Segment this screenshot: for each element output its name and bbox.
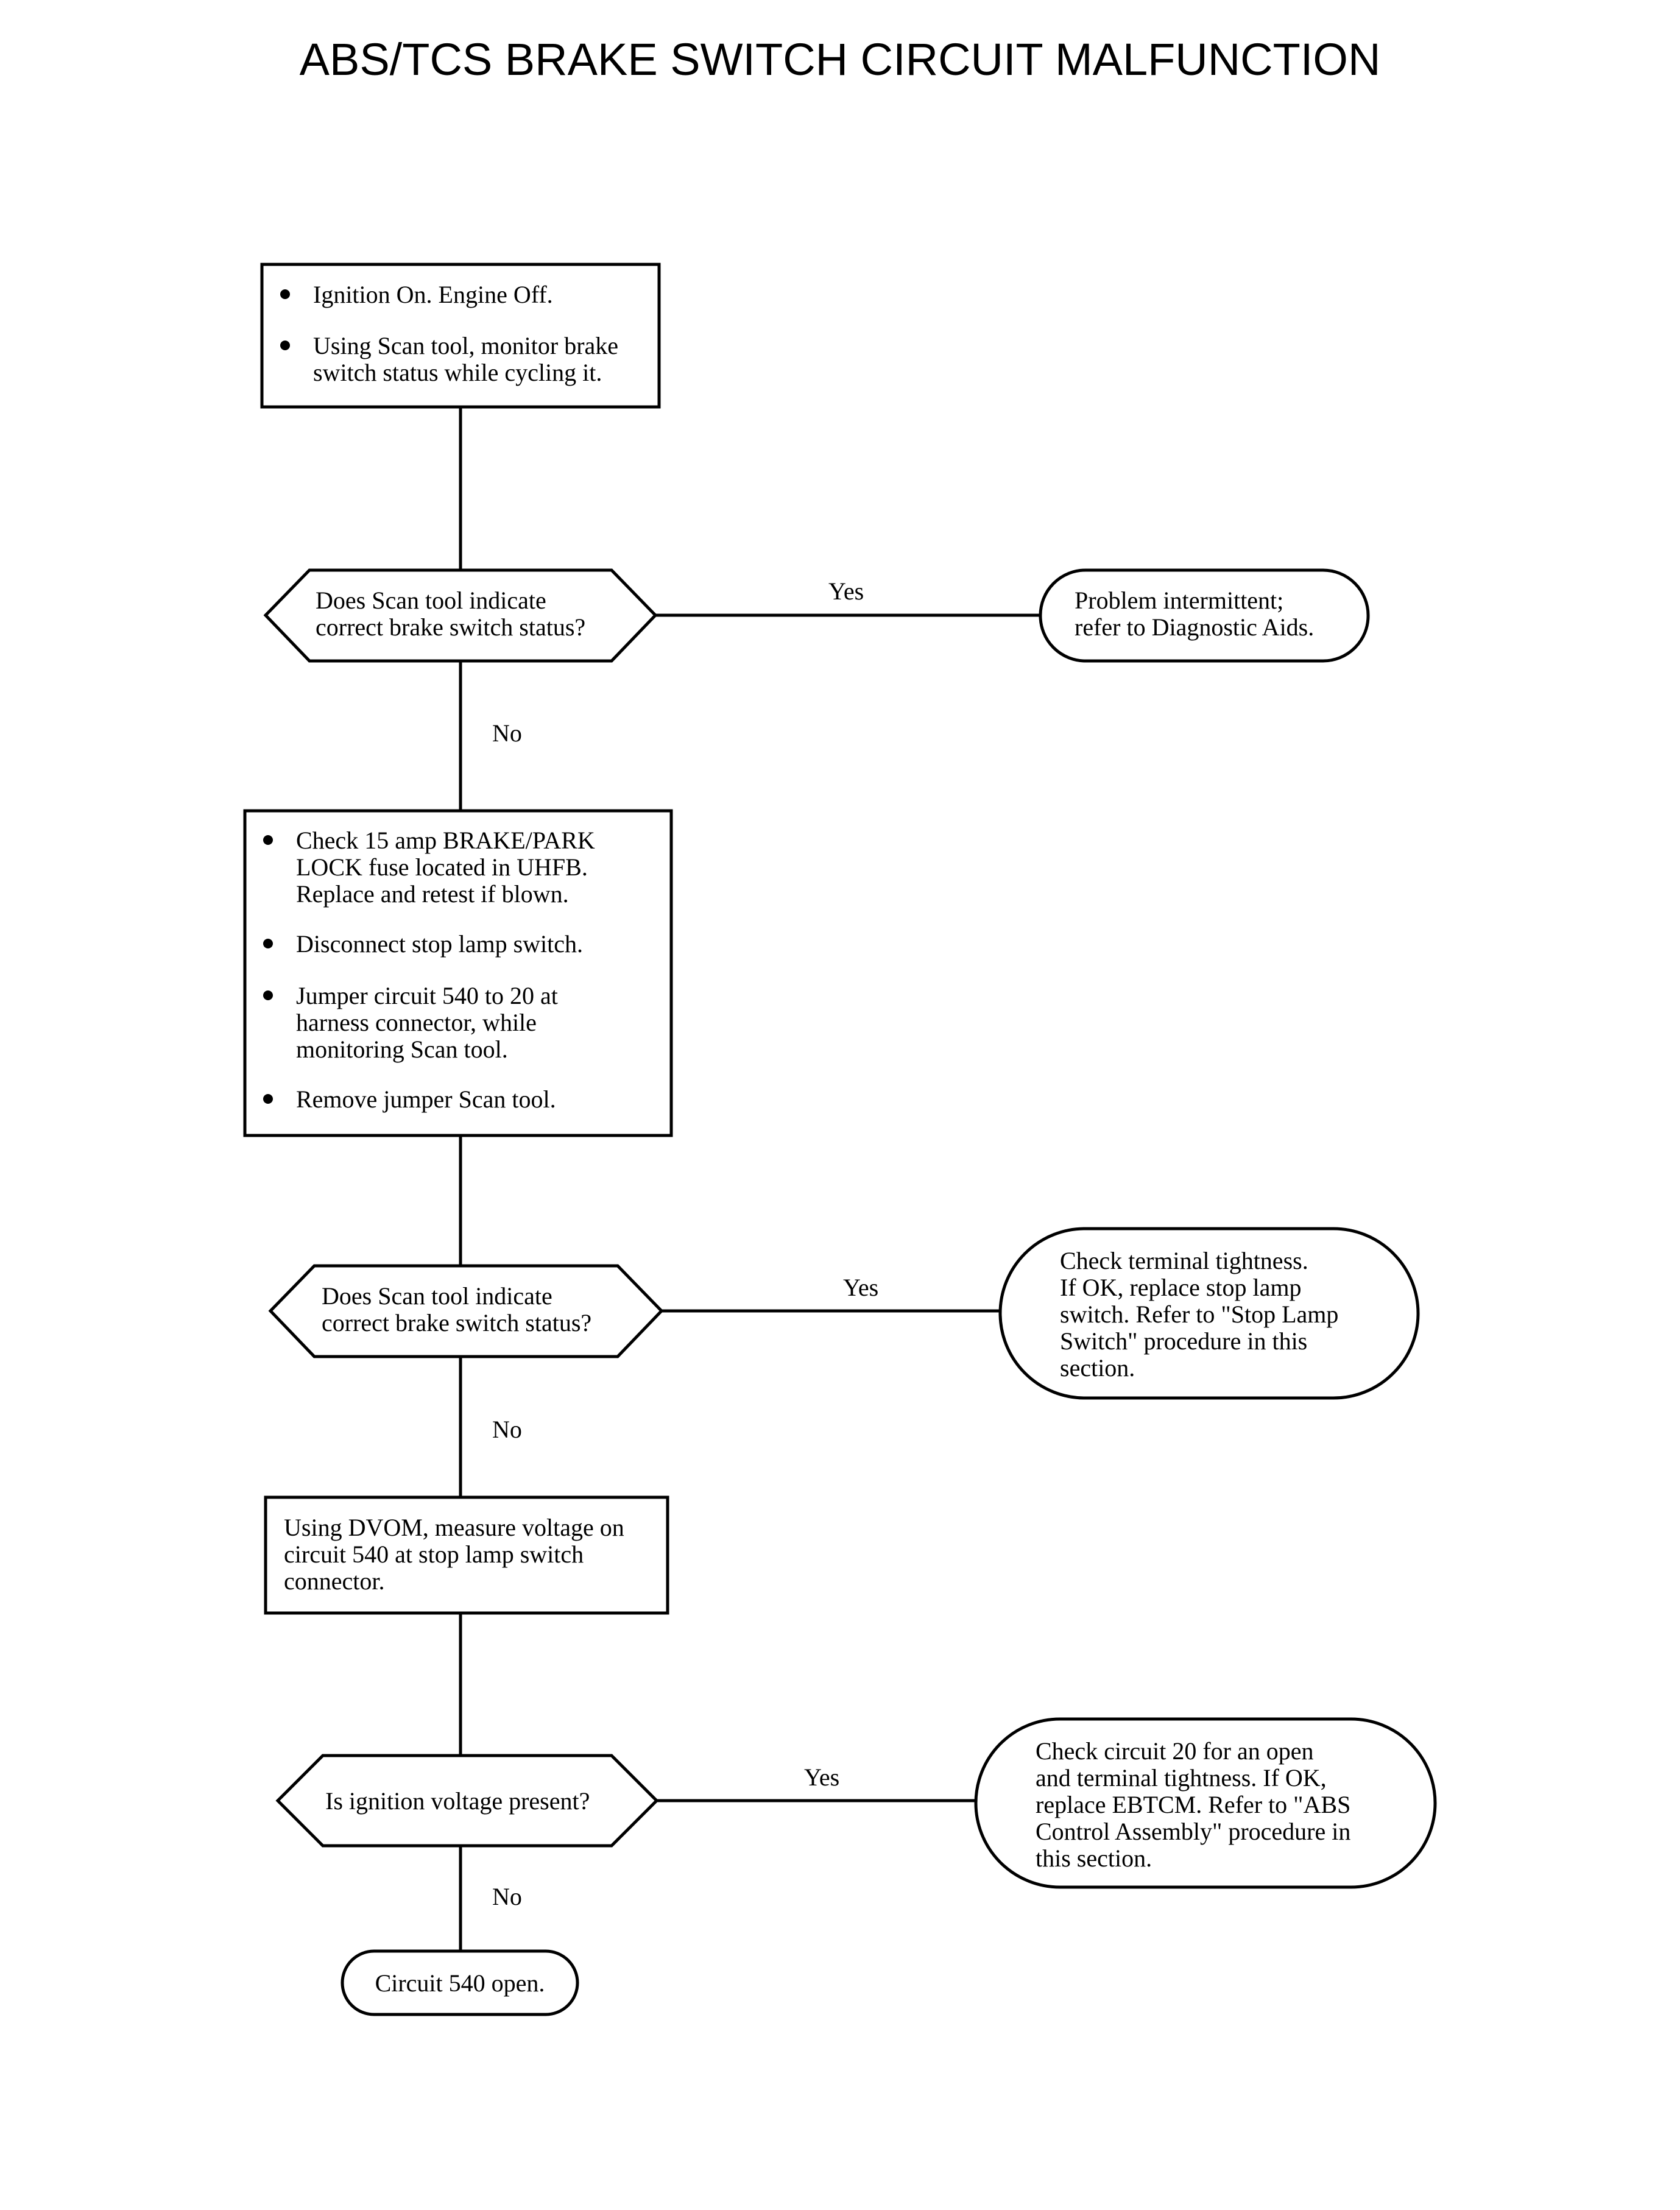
step2-bullet-1-line-1: Check 15 amp BRAKE/PARK — [296, 827, 595, 854]
q1-no-label: No — [492, 719, 522, 747]
step1-bullet-1-line-1: Ignition On. Engine Off. — [313, 281, 553, 308]
r2-line-2: If OK, replace stop lamp — [1060, 1274, 1302, 1301]
r1-line-2: refer to Diagnostic Aids. — [1075, 613, 1314, 641]
r3-terminal — [974, 1717, 1437, 1889]
r2-line-3: switch. Refer to "Stop Lamp — [1060, 1301, 1338, 1328]
q1-line-1: Does Scan tool indicate — [316, 587, 546, 614]
q1-decision — [263, 568, 658, 663]
q2-no-label: No — [492, 1416, 522, 1443]
step2-bullet-2-line-1: Disconnect stop lamp switch. — [296, 930, 583, 958]
end-terminal — [341, 1949, 579, 2016]
bullet-dot — [263, 990, 273, 1000]
q2-yes-label: Yes — [843, 1274, 878, 1301]
step3-line-3: connector. — [284, 1567, 385, 1595]
bullet-dot — [280, 289, 290, 299]
r3-line-3: replace EBTCM. Refer to "ABS — [1036, 1791, 1350, 1818]
step2-bullet-3-line-3: monitoring Scan tool. — [296, 1036, 508, 1063]
bullet-dot — [263, 939, 273, 948]
q1-yes-label: Yes — [828, 577, 864, 605]
r3-line-4: Control Assembly" procedure in — [1036, 1818, 1350, 1845]
step2-bullet-3-line-1: Jumper circuit 540 to 20 at — [296, 982, 558, 1009]
r3-line-5: this section. — [1036, 1845, 1152, 1872]
q3-yes-label: Yes — [804, 1763, 839, 1791]
step2-box — [243, 809, 673, 1137]
step2-bullet-3-line-2: harness connector, while — [296, 1009, 537, 1036]
step3-box — [264, 1495, 669, 1615]
q2-line-2: correct brake switch status? — [322, 1309, 591, 1336]
q3-line-1: Is ignition voltage present? — [325, 1787, 590, 1815]
step3-line-1: Using DVOM, measure voltage on — [284, 1514, 624, 1541]
end-line-1: Circuit 540 open. — [375, 1969, 545, 1997]
r1-line-1: Problem intermittent; — [1075, 587, 1283, 614]
r2-line-5: section. — [1060, 1354, 1135, 1382]
step1-bullet-2-line-2: switch status while cycling it. — [313, 359, 602, 386]
q1-line-2: correct brake switch status? — [316, 613, 585, 641]
bullet-dot — [263, 835, 273, 845]
r1-terminal — [1039, 568, 1370, 663]
r2-terminal — [998, 1227, 1420, 1400]
r3-line-1: Check circuit 20 for an open — [1036, 1737, 1314, 1765]
r3-line-2: and terminal tightness. If OK, — [1036, 1764, 1327, 1792]
step3-line-2: circuit 540 at stop lamp switch — [284, 1541, 584, 1568]
r2-line-1: Check terminal tightness. — [1060, 1247, 1308, 1274]
r2-line-4: Switch" procedure in this — [1060, 1327, 1307, 1355]
q2-line-1: Does Scan tool indicate — [322, 1282, 552, 1310]
step1-bullet-2-line-1: Using Scan tool, monitor brake — [313, 332, 618, 359]
q3-decision — [275, 1754, 659, 1848]
q3-no-label: No — [492, 1883, 522, 1910]
step2-bullet-1-line-2: LOCK fuse located in UHFB. — [296, 853, 588, 881]
step2-bullet-4-line-1: Remove jumper Scan tool. — [296, 1086, 556, 1113]
step1-box — [260, 263, 661, 409]
bullet-dot — [280, 341, 290, 350]
step2-bullet-1-line-3: Replace and retest if blown. — [296, 880, 569, 908]
bullet-dot — [263, 1094, 273, 1104]
page-title: ABS/TCS BRAKE SWITCH CIRCUIT MALFUNCTION — [299, 34, 1381, 85]
q2-decision — [268, 1264, 664, 1358]
